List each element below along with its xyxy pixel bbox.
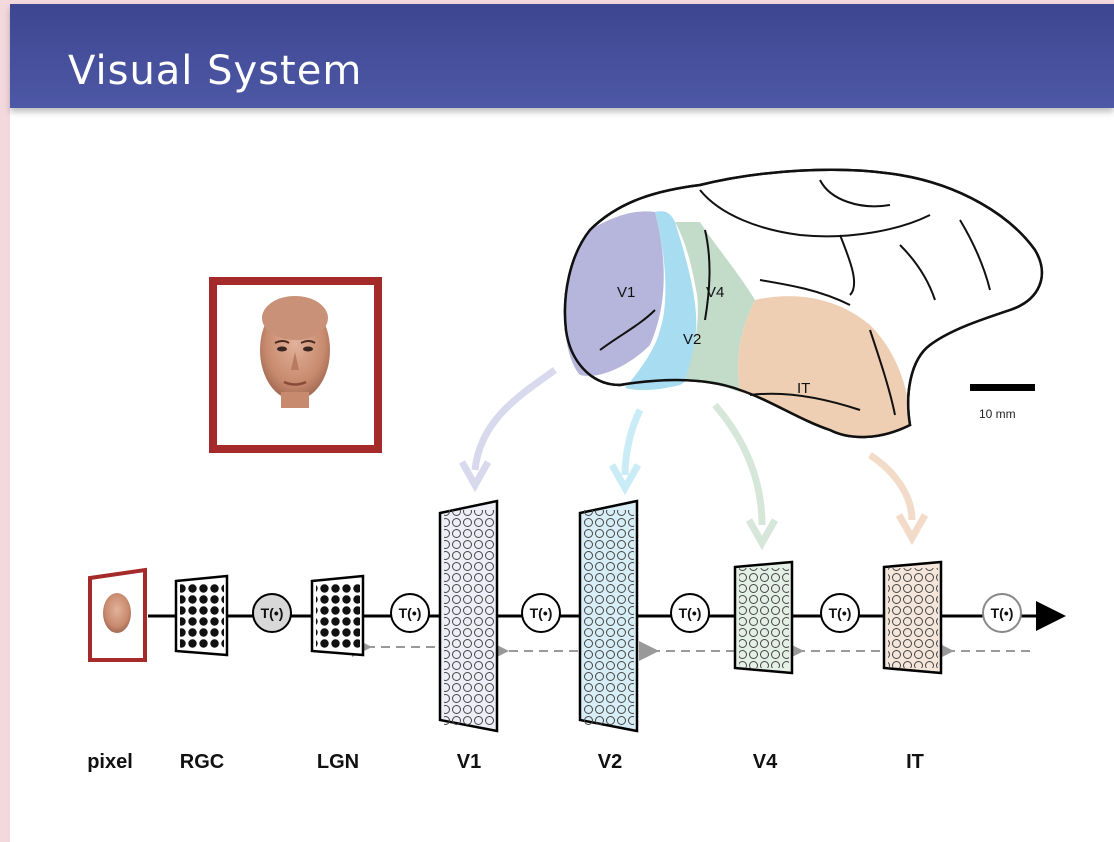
stage-label-pixel: pixel: [87, 751, 133, 773]
stage-label-rgc: RGC: [180, 751, 224, 773]
pipeline: T(•) T(•) T(•) T(•) T(•) T(•) pixel RGC …: [87, 499, 1066, 773]
projection-arrows: [458, 367, 929, 551]
brain-label-v2: V2: [683, 331, 701, 348]
face-image: [209, 277, 382, 453]
transform-label-4: T(•): [679, 605, 702, 621]
transform-node-4: T(•): [670, 593, 710, 633]
stage-v4-grid: [733, 560, 794, 675]
transform-label-2: T(•): [399, 605, 422, 621]
brain-label-v4: V4: [706, 284, 724, 301]
brain-illustration: V1 V2 V4 IT: [563, 168, 1044, 439]
slide-title: Visual System: [68, 48, 363, 94]
transform-label-5: T(•): [829, 605, 852, 621]
stage-it-grid: [882, 560, 943, 675]
slide: Visual System: [10, 4, 1114, 842]
stage-rgc-grid: [174, 574, 229, 657]
stage-pixel-image: [88, 567, 147, 662]
brain-area-v2: [625, 211, 697, 391]
transform-node-1: T(•): [252, 593, 292, 633]
stage-label-v2: V2: [598, 751, 622, 773]
scale-bar: 10 mm: [970, 384, 1035, 421]
transform-label-6: T(•): [991, 605, 1014, 621]
brain-area-v1: [564, 211, 664, 376]
transform-node-5: T(•): [820, 593, 860, 633]
stage-v1-grid: [438, 499, 499, 733]
title-bar: Visual System: [10, 4, 1114, 108]
brain-label-it: IT: [797, 380, 810, 397]
stage-lgn-grid: [310, 574, 365, 657]
brain-area-v4: [675, 222, 755, 392]
transform-node-3: T(•): [521, 593, 561, 633]
transform-label-3: T(•): [530, 605, 553, 621]
stage-label-lgn: LGN: [317, 751, 359, 773]
stage-label-v1: V1: [457, 751, 481, 773]
stage-label-v4: V4: [753, 751, 778, 773]
scale-label: 10 mm: [979, 407, 1016, 421]
stage-v2-grid: [578, 499, 639, 733]
brain-area-it: [738, 296, 910, 437]
transform-node-6: T(•): [982, 593, 1022, 633]
stage-label-it: IT: [906, 751, 924, 773]
transform-node-2: T(•): [390, 593, 430, 633]
transform-label-1: T(•): [261, 605, 284, 621]
brain-label-v1: V1: [617, 284, 635, 301]
